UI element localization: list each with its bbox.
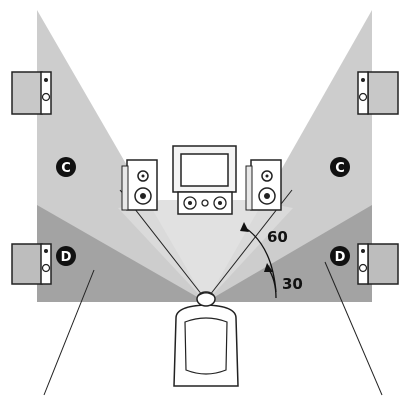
surround-speaker-upper-right (357, 71, 399, 115)
center-cone (118, 200, 293, 302)
angle-label-30: 30 (282, 275, 303, 293)
front-right-speaker (245, 159, 282, 211)
angle-arc-30-arrow (264, 263, 273, 272)
zone-badge-upper-left: C (56, 157, 76, 177)
tv-icon (172, 145, 237, 193)
zone-badge-upper-right: C (330, 157, 350, 177)
center-speaker (177, 191, 233, 215)
left-wedge-dark (37, 205, 206, 302)
angle-arc-60-arrow (240, 222, 249, 232)
zone-label-upper-left: C (61, 161, 71, 176)
surround-speaker-upper-left (11, 71, 52, 115)
right-rear-line (324, 261, 383, 396)
zone-label-lower-right: D (335, 250, 346, 265)
zone-badge-lower-right: D (330, 246, 350, 266)
zone-label-upper-right: C (335, 161, 345, 176)
surround-speaker-lower-left (11, 243, 52, 285)
listener-icon (173, 291, 239, 387)
right-wedge-dark (206, 205, 372, 302)
left-rear-line (43, 269, 95, 396)
zone-badge-lower-left: D (56, 246, 76, 266)
front-left-speaker (121, 159, 158, 211)
zone-label-lower-left: D (61, 250, 72, 265)
angle-label-60: 60 (267, 228, 288, 246)
surround-speaker-lower-right (357, 243, 399, 285)
